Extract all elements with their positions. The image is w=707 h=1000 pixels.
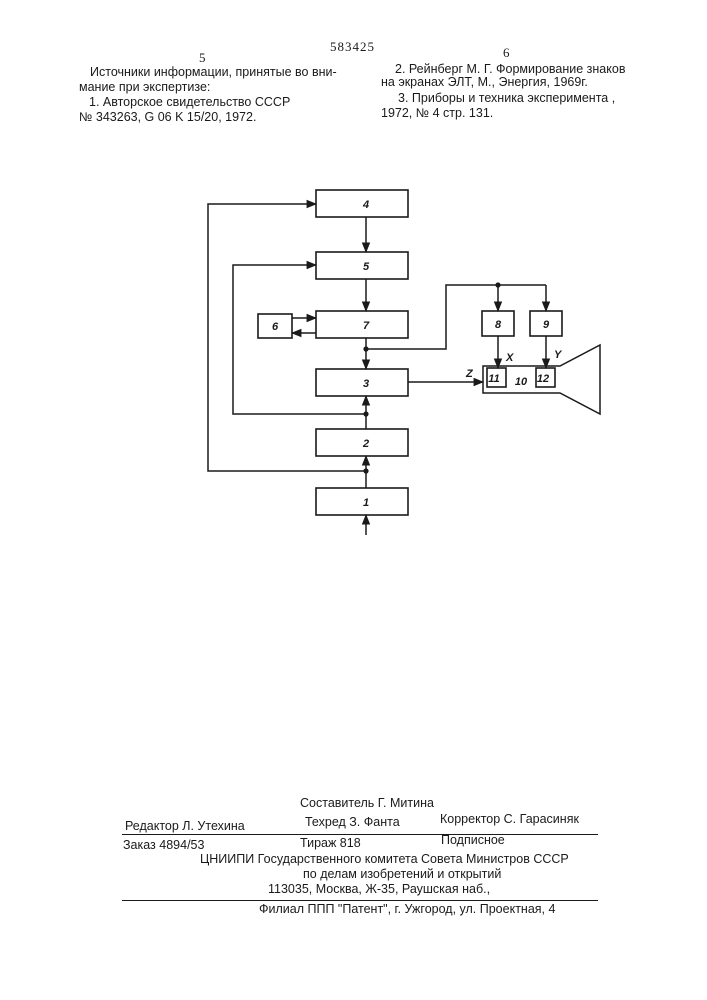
label-5: 5 (363, 261, 370, 273)
label-4: 4 (362, 199, 369, 211)
junction-dot (495, 282, 500, 287)
colophon-subscription: Подписное (441, 833, 505, 847)
junction-dot (363, 346, 368, 351)
colophon-org-line2: по делам изобретений и открытий (303, 867, 501, 881)
colophon-techred: Техред З. Фанта (305, 815, 400, 829)
label-3: 3 (363, 378, 369, 390)
junction-dot (363, 468, 368, 473)
colophon-order: Заказ 4894/53 (123, 838, 204, 852)
colophon-corrector: Корректор С. Гарасиняк (440, 812, 579, 826)
colophon-org-line1: ЦНИИПИ Государственного комитета Совета … (200, 852, 569, 866)
signal-x-label: X (505, 352, 514, 364)
junction-dot (363, 411, 368, 416)
label-2: 2 (362, 438, 369, 450)
label-9: 9 (543, 319, 550, 331)
label-11: 11 (488, 373, 499, 385)
colophon-branch: Филиал ППП "Патент", г. Ужгород, ул. Про… (259, 902, 555, 916)
signal-y-label: Y (554, 349, 563, 361)
colophon-address: 113035, Москва, Ж-35, Раушская наб., (268, 882, 490, 896)
label-6: 6 (272, 321, 279, 333)
colophon-rule-bottom (122, 900, 598, 901)
label-8: 8 (495, 319, 502, 331)
colophon-rule-top (122, 834, 598, 835)
colophon-circulation: Тираж 818 (300, 836, 361, 850)
label-7: 7 (363, 320, 370, 332)
label-12: 12 (537, 373, 549, 385)
colophon-editor: Редактор Л. Утехина (125, 819, 245, 833)
colophon-compiler: Составитель Г. Митина (300, 796, 434, 810)
label-10: 10 (515, 376, 528, 388)
label-1: 1 (363, 497, 369, 509)
signal-z-label: Z (465, 368, 474, 380)
